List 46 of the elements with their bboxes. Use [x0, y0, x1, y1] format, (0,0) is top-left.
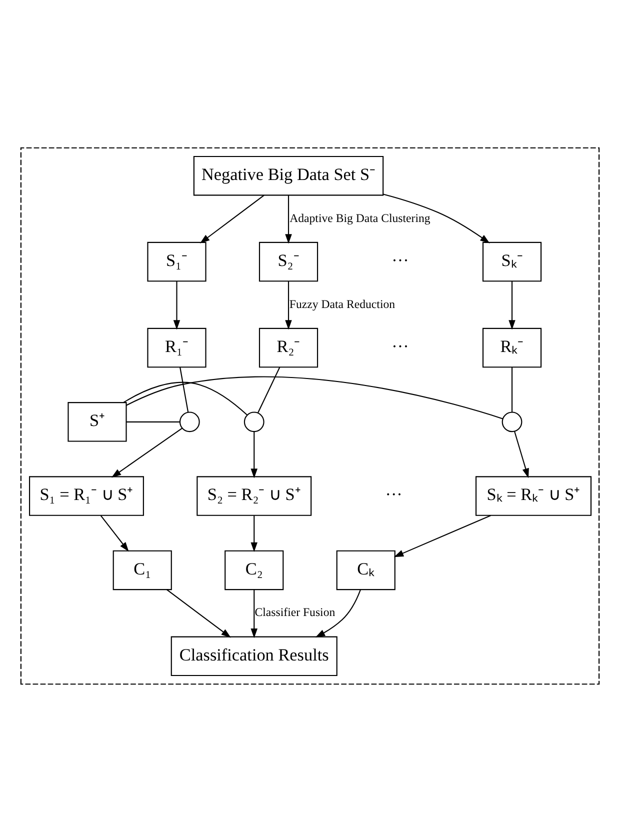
arrow — [285, 281, 292, 330]
arrow — [200, 194, 264, 244]
node-box: Sₖ = Rₖ⁻ ∪ S⁺ — [475, 476, 592, 516]
arrow — [250, 516, 258, 552]
node-box: Classification Results — [170, 636, 338, 676]
edge-label: Classifier Fusion — [254, 605, 336, 620]
node-box: S⁺ — [68, 402, 127, 442]
node-box: C₁ — [112, 550, 172, 590]
node-box: Rₖ⁻ — [482, 328, 542, 368]
node-circle — [179, 412, 200, 432]
edge-label: Adaptive Big Data Clustering — [290, 210, 430, 225]
arrow — [383, 194, 490, 244]
node-box: R₁⁻ — [147, 328, 206, 368]
node-box: S₁ = R₁⁻ ∪ S⁺ — [29, 476, 144, 516]
connector — [126, 421, 180, 422]
arrow — [250, 590, 258, 638]
label: ··· — [392, 336, 409, 356]
node-box: S₁⁻ — [147, 242, 206, 282]
arrow — [285, 196, 292, 244]
connector — [180, 367, 189, 412]
arrow — [111, 428, 183, 478]
node-circle — [502, 412, 522, 432]
arrow — [250, 432, 258, 478]
node-box: C₂ — [224, 550, 284, 590]
connector — [511, 367, 513, 412]
node-box: Sₖ⁻ — [482, 242, 542, 282]
arrow — [315, 590, 361, 638]
connector — [126, 376, 503, 420]
node-box: Negative Big Data Set S⁻ — [193, 156, 384, 196]
node-box: Cₖ — [336, 550, 396, 590]
cluster — [20, 147, 600, 685]
edge-label: Fuzzy Data Reduction — [289, 296, 396, 311]
arrow — [514, 431, 529, 478]
connector — [258, 367, 280, 413]
arrow — [166, 589, 231, 638]
arrow — [508, 281, 516, 330]
connector — [123, 382, 248, 416]
arrow — [100, 515, 129, 552]
arrow — [394, 515, 491, 558]
label: ··· — [392, 250, 409, 270]
arrow — [173, 281, 180, 330]
node-circle — [244, 412, 264, 432]
node-box: R₂⁻ — [258, 328, 318, 368]
node-box: S₂ = R₂⁻ ∪ S⁺ — [196, 476, 312, 516]
node-box: S₂⁻ — [258, 242, 318, 282]
label: ··· — [385, 485, 402, 504]
